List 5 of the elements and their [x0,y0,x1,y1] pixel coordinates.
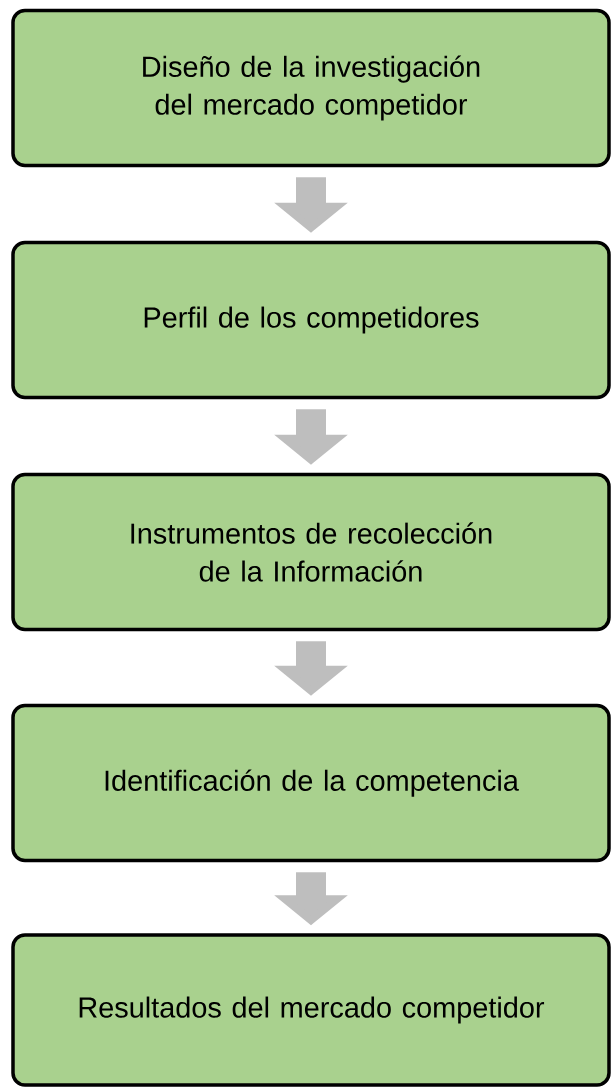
process-box: Perfil de los competidores [11,240,611,400]
process-box: Identificación de la competencia [11,703,611,863]
process-box: Diseño de la investigación del mercado competidor [11,8,611,168]
process-box: Instrumentos de recolección de la Información [11,472,611,632]
process-box: Resultados del mercado competidor [11,933,611,1087]
